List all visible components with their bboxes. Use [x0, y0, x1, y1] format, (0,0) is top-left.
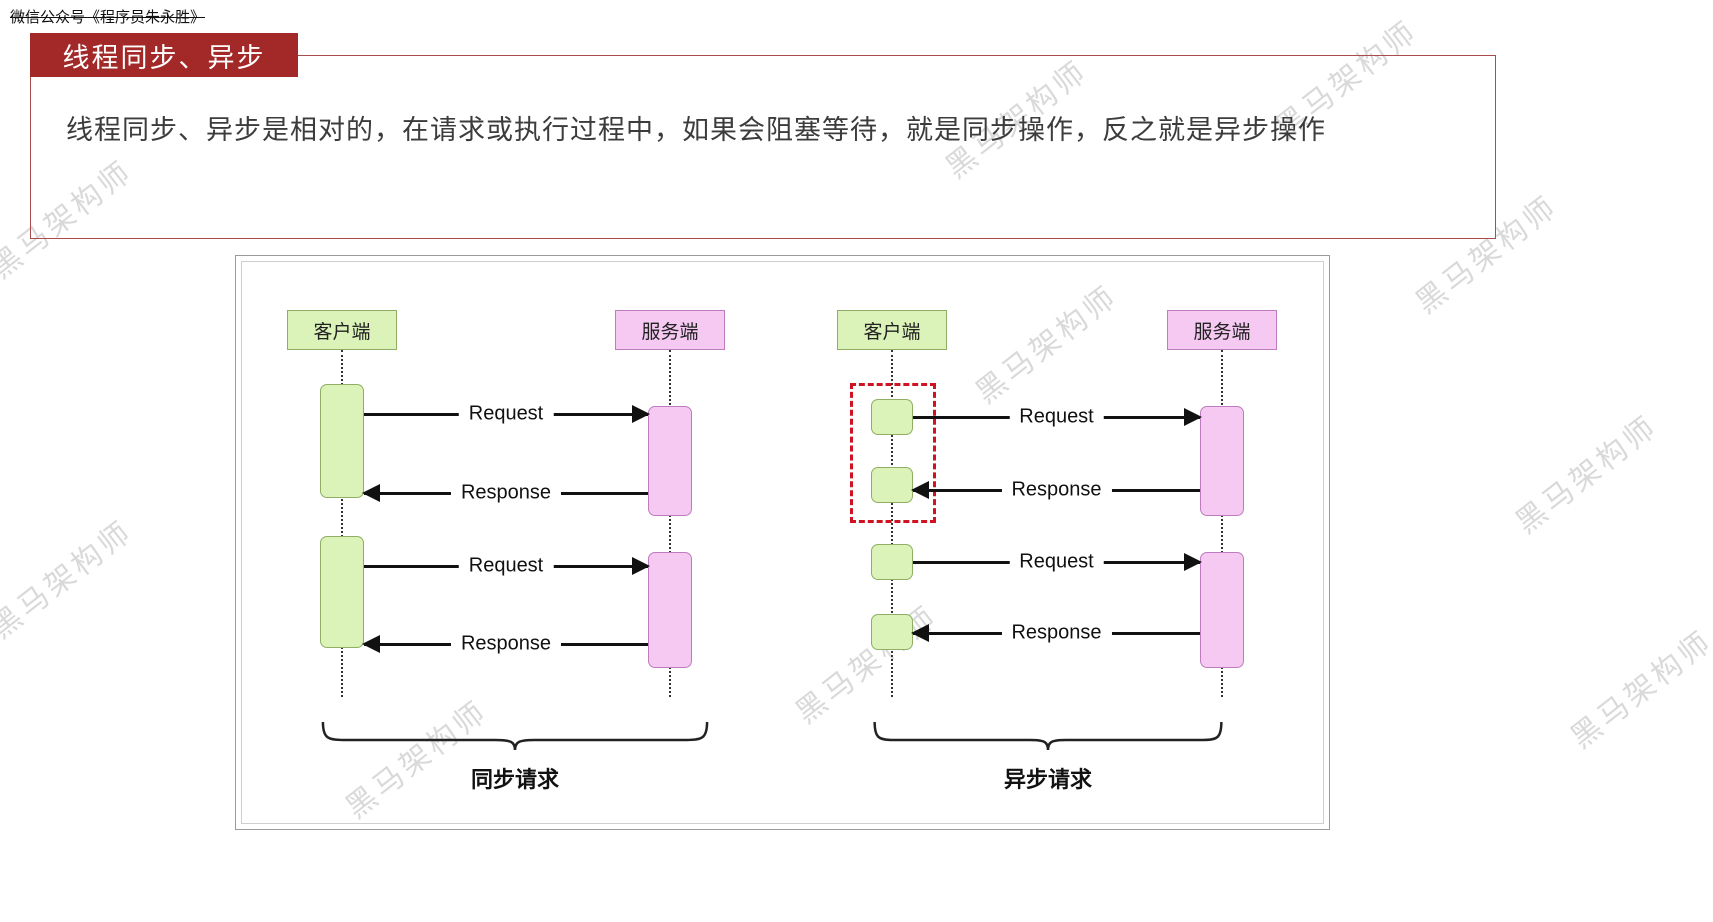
- sync-client-lifeline: [341, 350, 343, 697]
- async-caption: 异步请求: [1003, 767, 1092, 792]
- async-nonblocking-group-outline: [850, 383, 936, 523]
- async-brace: [872, 720, 1224, 752]
- sync-server-activation-2: [648, 552, 692, 668]
- async-server-activation-1: [1200, 406, 1244, 516]
- arrowhead-left-icon: [911, 481, 929, 499]
- async-client-activation-3: [871, 544, 913, 580]
- message-label: Response: [1001, 478, 1112, 502]
- message-label: Response: [450, 632, 562, 656]
- arrowhead-left-icon: [362, 635, 380, 653]
- section-title-badge: 线程同步、异步: [30, 33, 298, 77]
- watermark-text: 黑马架构师: [1510, 409, 1665, 541]
- sync-client-activation-1: [320, 384, 364, 498]
- message-label: Request: [1009, 550, 1104, 574]
- async-client-activation-1: [871, 399, 913, 435]
- description-box: [30, 55, 1496, 239]
- sync-server-box: 服务端: [615, 310, 725, 350]
- arrowhead-right-icon: [1184, 553, 1202, 571]
- sync-client-box: 客户端: [287, 310, 397, 350]
- arrowhead-right-icon: [1184, 408, 1202, 426]
- message-label: Response: [1001, 621, 1112, 645]
- arrowhead-right-icon: [632, 557, 650, 575]
- sequence-diagram-inner: 客户端 服务端 Request Response Request Respons…: [241, 261, 1324, 824]
- message-label: Request: [458, 554, 554, 578]
- async-server-lifeline: [1221, 350, 1223, 697]
- sync-server-lifeline: [669, 350, 671, 697]
- async-client-box: 客户端: [837, 310, 947, 350]
- sequence-diagram-panel: 客户端 服务端 Request Response Request Respons…: [235, 255, 1330, 830]
- sync-brace: [320, 720, 710, 752]
- async-server-activation-2: [1200, 552, 1244, 668]
- message-label: Response: [450, 481, 562, 505]
- wechat-account-note: 微信公众号《程序员朱永胜》: [10, 9, 206, 26]
- watermark-text: 黑马架构师: [1565, 624, 1713, 756]
- description-text: 线程同步、异步是相对的，在请求或执行过程中，如果会阻塞等待，就是同步操作，反之就…: [66, 115, 1326, 145]
- async-server-box: 服务端: [1167, 310, 1277, 350]
- sync-client-activation-2: [320, 536, 364, 648]
- arrowhead-left-icon: [911, 624, 929, 642]
- message-label: Request: [458, 402, 554, 426]
- arrowhead-left-icon: [362, 484, 380, 502]
- message-label: Request: [1009, 405, 1104, 429]
- sync-server-activation-1: [648, 406, 692, 516]
- arrowhead-right-icon: [632, 405, 650, 423]
- sync-caption: 同步请求: [470, 767, 559, 792]
- watermark-text: 黑马架构师: [0, 514, 140, 646]
- async-client-lifeline: [891, 350, 893, 697]
- async-client-activation-4: [871, 614, 913, 650]
